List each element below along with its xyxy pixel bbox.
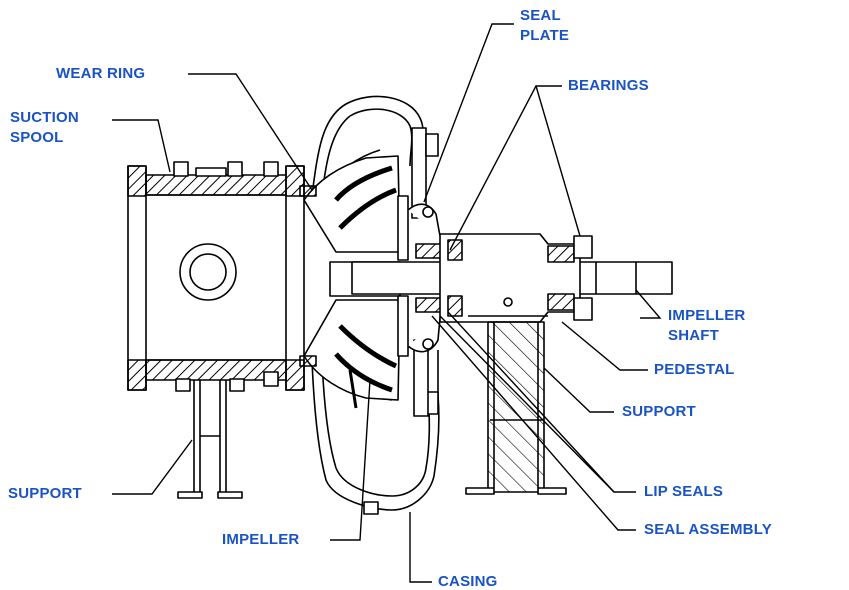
label-seal-plate-line2: PLATE [520, 27, 570, 44]
label-support-right: SUPPORT [622, 403, 696, 420]
label-seal-plate-line1: SEAL [520, 7, 561, 24]
label-impeller-shaft-line2: SHAFT [668, 327, 719, 344]
leader-wear-ring [188, 73, 313, 191]
label-bearings: BEARINGS [568, 77, 649, 94]
label-support-left: SUPPORT [8, 485, 82, 502]
label-seal-assembly: SEAL ASSEMBLY [644, 521, 772, 538]
label-impeller-shaft-line1: IMPELLER [668, 307, 746, 324]
leader-support-left [112, 439, 193, 495]
label-casing: CASING [438, 573, 498, 590]
leader-casing [409, 512, 432, 583]
leader-pedestal [561, 321, 648, 371]
leader-support-right [543, 367, 614, 413]
label-suction-spool-line2: SPOOL [10, 129, 64, 146]
leader-impeller [330, 379, 371, 541]
leader-impeller-shaft [635, 289, 662, 319]
suction-spool [127, 161, 305, 392]
pedestal [439, 233, 593, 323]
impeller [299, 155, 401, 409]
left-support [177, 380, 243, 499]
leader-bearings-a [449, 85, 562, 251]
leader-lip-seals-b [439, 315, 615, 493]
leader-seal-assembly [431, 315, 636, 531]
label-suction-spool-line1: SUCTION [10, 109, 79, 126]
label-pedestal: PEDESTAL [654, 361, 735, 378]
leader-bearings-b [535, 85, 581, 237]
label-wear-ring: WEAR RING [56, 65, 146, 82]
label-lip-seals: LIP SEALS [644, 483, 724, 500]
label-impeller: IMPELLER [222, 531, 300, 548]
leader-lines [112, 23, 662, 583]
leader-suction-spool [112, 119, 171, 173]
leader-seal-plate [423, 23, 514, 203]
